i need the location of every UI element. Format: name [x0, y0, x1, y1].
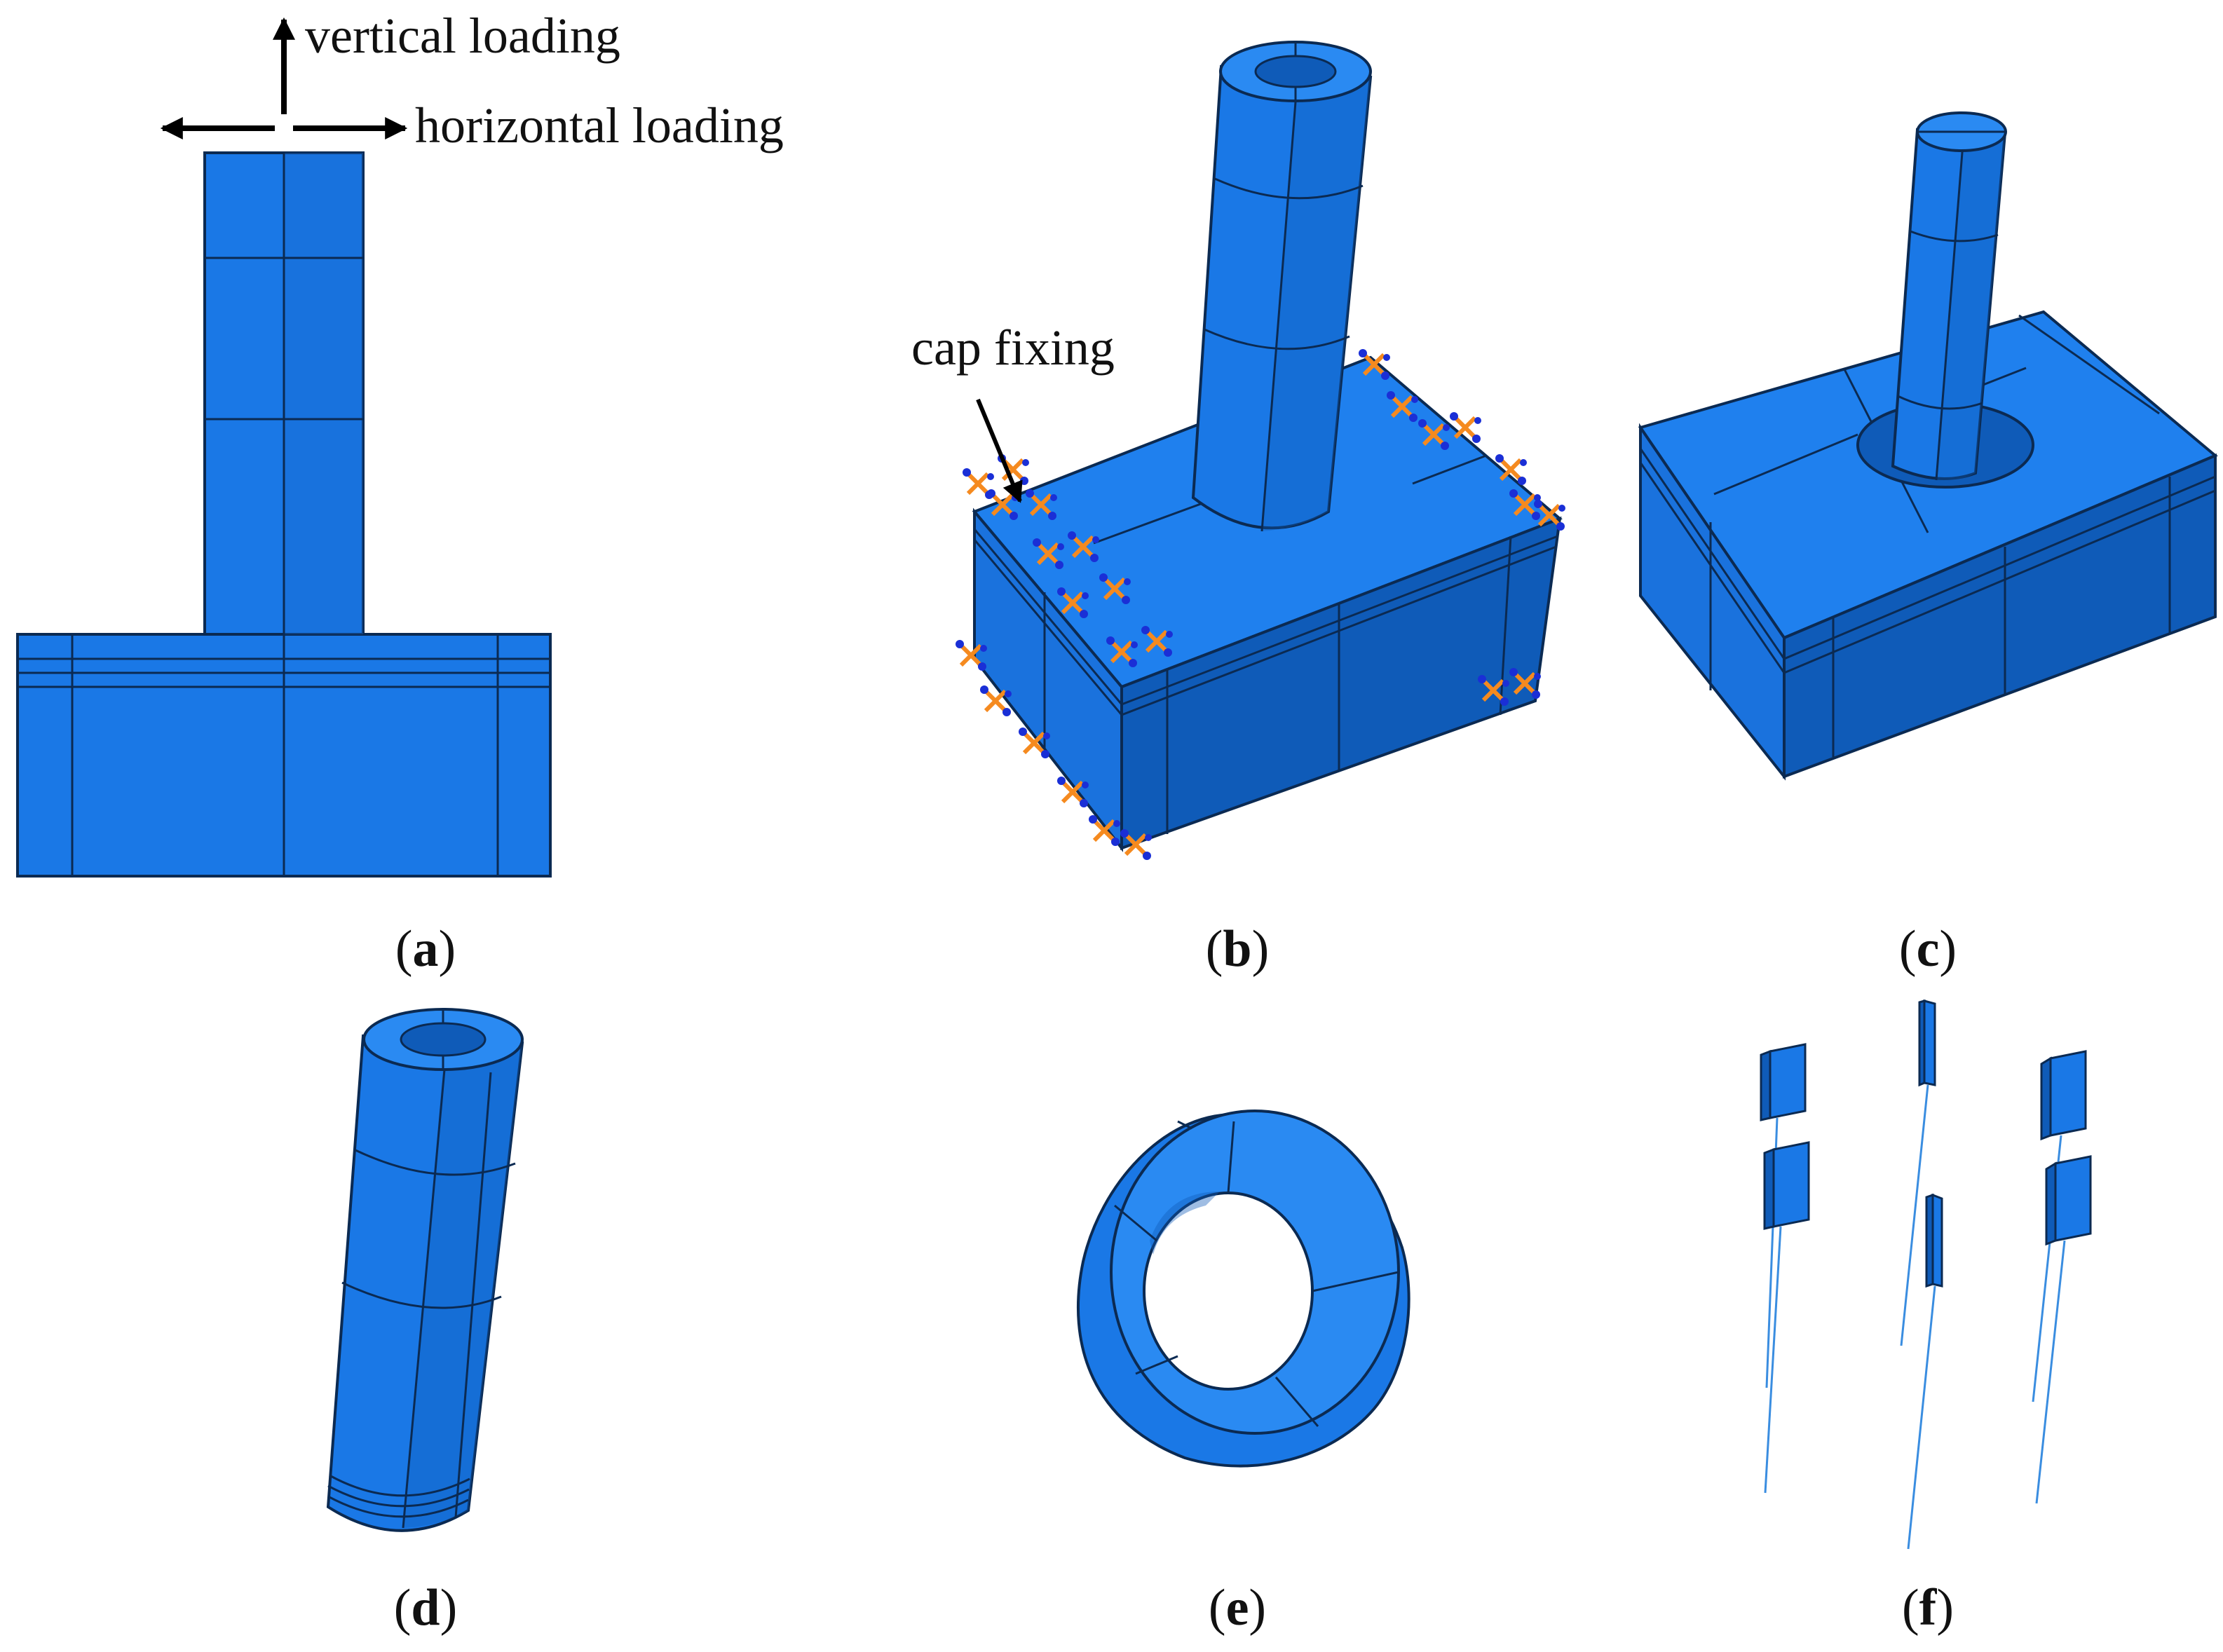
panel-a-front-view: vertical loading horizontal loading: [16, 8, 784, 878]
panel-d-caption: (d): [394, 1579, 457, 1637]
soil-panel-pile-shaft: [1891, 128, 2007, 480]
vertical-loading-label: vertical loading: [305, 8, 620, 64]
panel-f-caption: (f): [1902, 1579, 1954, 1637]
cap-fixing-arrow: [976, 398, 1023, 503]
panel-e-caption: (e): [1209, 1579, 1266, 1637]
element-5: [1907, 1193, 1943, 1550]
panel-f-embedded-elements: [1760, 999, 2092, 1550]
pile-shaft: [1191, 64, 1373, 530]
element-3: [2032, 1050, 2087, 1402]
panel-d-pile-model: [326, 1008, 524, 1532]
element-2: [1900, 999, 1936, 1346]
panel-b-caption: (b): [1206, 920, 1269, 978]
panel-b-model-with-constraints: cap fixing: [911, 41, 1565, 860]
element-6: [2035, 1155, 2092, 1504]
cap-right-face: [1120, 516, 1562, 850]
cap-fixing-label: cap fixing: [911, 320, 1115, 376]
panel-a-caption: (a): [395, 920, 456, 978]
panel-c-caption: (c): [1899, 920, 1957, 978]
element-4: [1763, 1141, 1810, 1494]
panel-c-soil-model: [1638, 111, 2218, 781]
horizontal-loading-label: horizontal loading: [415, 97, 784, 153]
panel-e-ring-model: [1077, 1110, 1410, 1468]
